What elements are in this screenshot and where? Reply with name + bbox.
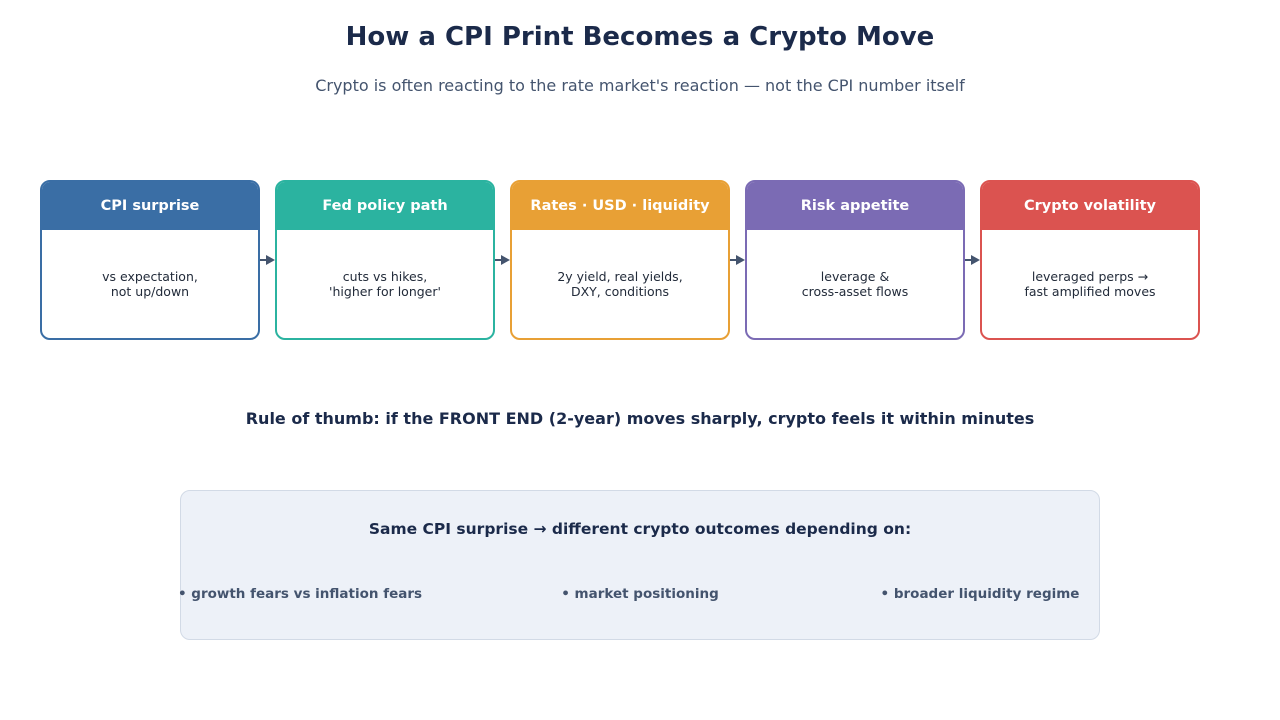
rule-of-thumb: Rule of thumb: if the FRONT END (2-year)… [245,409,1035,428]
outcome-note-box [180,490,1100,640]
step-risk-appetite: Risk appetite leverage & cross-asset flo… [745,180,965,340]
step-title: Fed policy path [277,182,493,230]
arrow-right-icon [965,255,980,265]
outcome-note-title: Same CPI surprise → different crypto out… [368,520,912,538]
step-cpi-surprise: CPI surprise vs expectation, not up/down [40,180,260,340]
step-fed-policy-path: Fed policy path cuts vs hikes, 'higher f… [275,180,495,340]
step-title: Risk appetite [747,182,963,230]
step-description: cuts vs hikes, 'higher for longer' [329,269,441,299]
factor-growth-vs-inflation: • growth fears vs inflation fears [177,586,423,602]
step-title: Rates · USD · liquidity [512,182,728,230]
factor-liquidity-regime: • broader liquidity regime [880,586,1080,602]
diagram-subtitle: Crypto is often reacting to the rate mar… [315,76,965,95]
step-rates-usd-liquidity: Rates · USD · liquidity 2y yield, real y… [510,180,730,340]
step-title: Crypto volatility [982,182,1198,230]
step-description: leverage & cross-asset flows [801,269,909,299]
arrow-right-icon [260,255,275,265]
step-description: vs expectation, not up/down [102,269,198,299]
diagram-title: How a CPI Print Becomes a Crypto Move [345,22,935,52]
arrow-right-icon [495,255,510,265]
step-description: leveraged perps → fast amplified moves [1024,269,1156,299]
step-title: CPI surprise [42,182,258,230]
arrow-right-icon [730,255,745,265]
factor-market-positioning: • market positioning [561,586,719,602]
step-description: 2y yield, real yields, DXY, conditions [557,269,683,299]
step-crypto-volatility: Crypto volatility leveraged perps → fast… [980,180,1200,340]
